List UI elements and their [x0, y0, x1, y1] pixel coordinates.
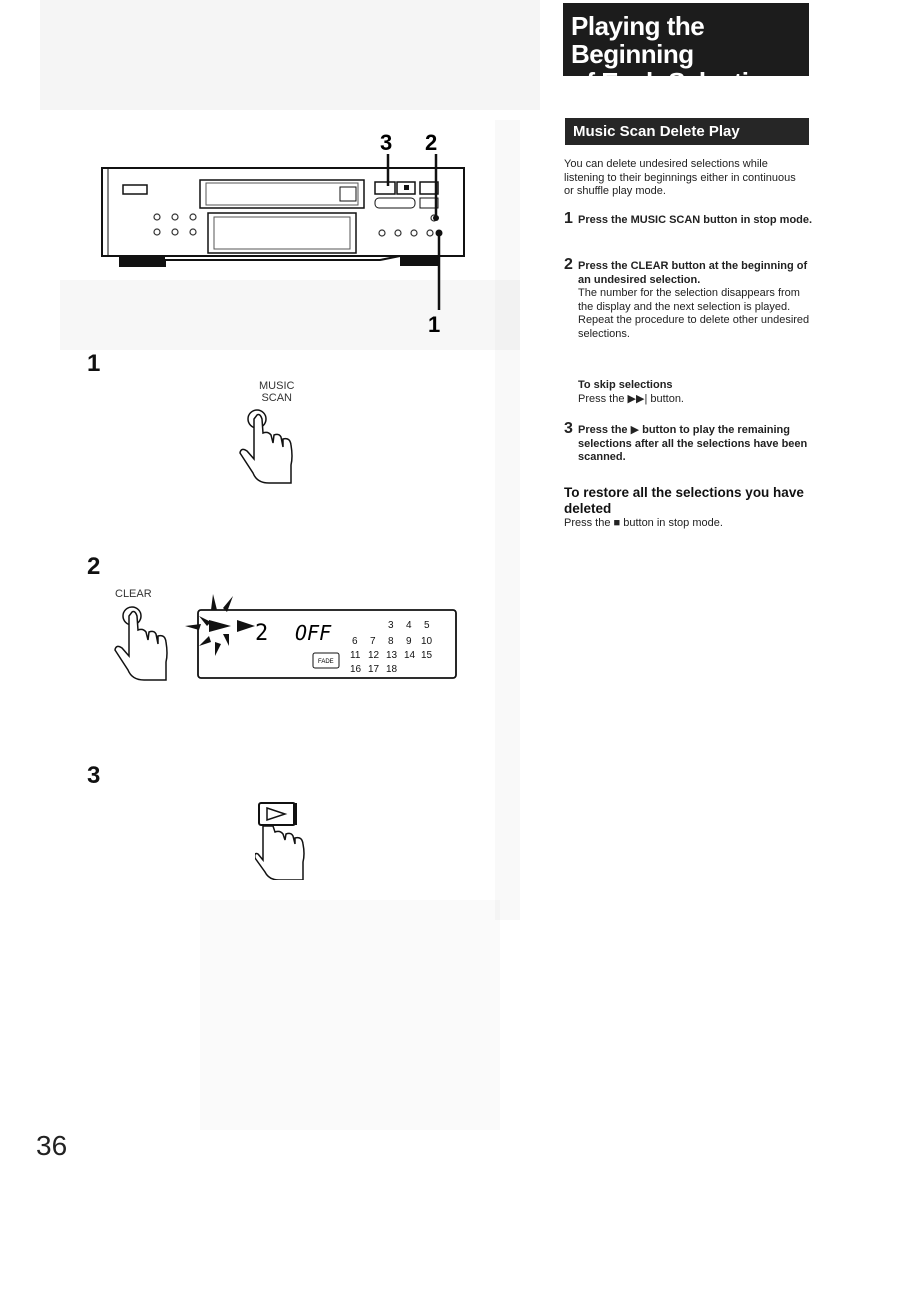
restore-text: Press the ■ button in stop mode.	[564, 517, 723, 529]
skip-text: Press the ▶▶| button.	[578, 392, 684, 405]
step-2-label: 2	[87, 553, 101, 580]
svg-text:11: 11	[350, 650, 361, 661]
pressing-hand-icon	[114, 606, 168, 681]
step-detail: Repeat the procedure to delete other und…	[578, 314, 810, 340]
step-3: 3 Press the ▶ button to play the remaini…	[564, 420, 814, 465]
display-panel: 2 OFF FADE 3 4 5 6 7 8 9 10 11 12 13 14 …	[185, 594, 457, 679]
svg-text:10: 10	[421, 636, 433, 647]
skip-note: To skip selections Press the ▶▶| button.	[578, 379, 808, 406]
step-1: 1 Press the MUSIC SCAN button in stop mo…	[564, 210, 814, 228]
skip-heading: To skip selections	[578, 379, 673, 391]
title-line-2: of Each Selection	[571, 67, 780, 97]
svg-text:15: 15	[421, 650, 433, 661]
callout-2: 2	[425, 130, 437, 155]
step-lead: Press the ▶ button to play the remaining…	[578, 424, 808, 463]
svg-text:7: 7	[370, 636, 376, 647]
svg-text:12: 12	[368, 650, 380, 661]
intro-text: You can delete undesired selections whil…	[564, 158, 796, 197]
callout-1: 1	[428, 312, 440, 337]
svg-text:9: 9	[406, 636, 412, 647]
svg-text:5: 5	[424, 620, 430, 631]
page-title: Playing the Beginning of Each Selection	[563, 3, 809, 96]
svg-text:13: 13	[386, 650, 398, 661]
display-digit: 2	[255, 621, 268, 646]
fade-indicator: FADE	[318, 659, 334, 665]
svg-text:17: 17	[368, 664, 380, 675]
page-number: 36	[36, 1130, 68, 1161]
step-number: 1	[564, 210, 573, 227]
music-scan-label: MUSIC SCAN	[259, 380, 295, 404]
step-lead: Press the CLEAR button at the beginning …	[578, 260, 808, 286]
section-title: Music Scan Delete Play	[565, 118, 809, 145]
svg-text:14: 14	[404, 650, 416, 661]
step-2: 2 Press the CLEAR button at the beginnin…	[564, 256, 814, 341]
cd-player-illustration: 3 2 1	[101, 130, 465, 337]
restore-heading: To restore all the selections you have d…	[564, 485, 804, 516]
svg-text:16: 16	[350, 664, 362, 675]
display-off: OFF	[295, 621, 332, 645]
play-button-press-illustration	[255, 802, 305, 880]
svg-text:8: 8	[388, 636, 394, 647]
title-line-1: Playing the Beginning	[571, 11, 705, 69]
clear-label: CLEAR	[115, 588, 152, 600]
step-lead: Press the MUSIC SCAN button in stop mode…	[578, 214, 813, 226]
step-detail: The number for the selection disappears …	[578, 287, 800, 313]
step-number: 2	[564, 256, 573, 273]
svg-text:3: 3	[388, 620, 394, 631]
callout-3: 3	[380, 130, 392, 155]
step-3-label: 3	[87, 762, 101, 789]
step-1-label: 1	[87, 350, 101, 377]
svg-text:18: 18	[386, 664, 398, 675]
svg-text:4: 4	[406, 620, 412, 631]
svg-text:6: 6	[352, 636, 358, 647]
pressing-hand-icon	[239, 409, 293, 484]
step-number: 3	[564, 420, 573, 437]
